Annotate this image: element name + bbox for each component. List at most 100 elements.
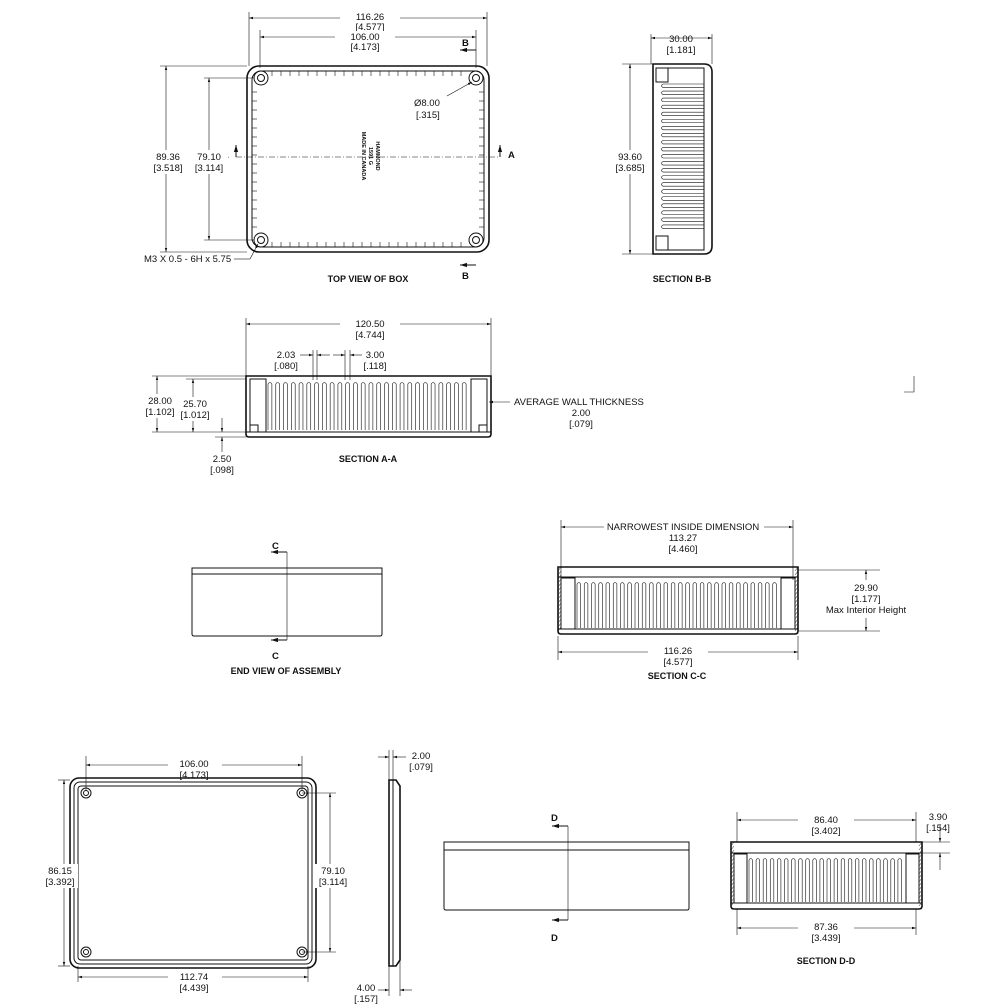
caption-section-dd: SECTION D-D <box>797 956 856 966</box>
rib <box>661 210 704 215</box>
rib <box>576 582 581 628</box>
hatch-line <box>794 610 799 616</box>
hatch-line <box>730 865 735 871</box>
hatch-line <box>794 570 799 576</box>
rib <box>661 168 704 173</box>
svg-text:HAMMOND: HAMMOND <box>374 141 380 170</box>
screw-boss-bl <box>253 232 269 248</box>
rib <box>777 858 782 902</box>
rib <box>661 90 704 95</box>
cc-narrow-value-in: [4.460] <box>668 544 697 555</box>
section-b-b: 30.00 [1.181] 93.60 [3.685] SECTION B-B <box>612 34 713 284</box>
hatch-line <box>557 566 562 572</box>
aa-rib-left-dim: 2.03 <box>277 350 296 361</box>
section-d-d: 86.40 [3.402] 3.90 [.154] 87.36 [3.439] … <box>730 812 950 966</box>
rib <box>699 582 705 628</box>
section-c-bottom: C <box>272 651 279 662</box>
lid-view: 106.00 [4.173] 86.15 [3.392] 79.10 [3.11… <box>42 756 352 994</box>
hatch-line <box>918 865 923 871</box>
aa-rib-right-dim: 3.00 <box>366 350 385 361</box>
rib <box>772 582 777 628</box>
rib <box>755 858 760 902</box>
stray-mark <box>904 376 915 393</box>
lid-total-dim-in: [.157] <box>354 994 378 1005</box>
hatch-line <box>918 885 923 891</box>
rib <box>833 858 838 902</box>
lid-hole-spacing-dim-in: [4.173] <box>179 770 208 781</box>
section-d-top: D <box>551 813 558 824</box>
hatch-line <box>918 845 923 851</box>
rib <box>661 147 704 152</box>
dd-ribs <box>748 858 902 902</box>
rib <box>661 154 704 159</box>
hatch-line <box>794 566 799 572</box>
lid-hole-height-dim: 79.10 <box>321 866 345 877</box>
aa-ribs <box>267 382 467 430</box>
lid-width-dim: 112.74 <box>180 972 208 983</box>
aa-inner-dim: 25.70 <box>183 399 207 410</box>
hatch-line <box>730 869 735 875</box>
bb-height-dim: 93.60 <box>618 152 642 163</box>
rib <box>736 582 741 628</box>
rib <box>661 118 704 124</box>
section-b-top: B <box>462 38 469 49</box>
hatch-line <box>557 570 562 576</box>
rib <box>591 582 596 628</box>
hatch-line <box>918 869 923 875</box>
lid-thickness-dim: 2.00 <box>412 751 431 762</box>
rib <box>612 582 618 628</box>
cc-narrow-note: NARROWEST INSIDE DIMENSION <box>607 522 760 533</box>
hatch-line <box>918 901 923 907</box>
rib <box>661 104 704 109</box>
rib <box>345 382 350 430</box>
dd-lip-dim-in: [.154] <box>926 823 950 834</box>
cc-ribs <box>576 582 777 628</box>
svg-text:MADE IN CANADA: MADE IN CANADA <box>360 132 366 181</box>
hatch-line <box>794 586 799 592</box>
rib <box>750 582 755 628</box>
aa-rib-right-dim-in: [.118] <box>363 361 386 372</box>
rib <box>454 382 459 430</box>
top-height-dim: 89.36 <box>156 152 180 163</box>
hatch-line <box>730 861 735 867</box>
rib <box>890 858 895 902</box>
rib <box>275 382 280 430</box>
hole-diameter-dim-in: [.315] <box>416 110 440 121</box>
rib <box>368 382 374 430</box>
lid-thickness-dim-in: [.079] <box>409 762 433 773</box>
hatch-line <box>557 626 562 632</box>
dd-lip-dim: 3.90 <box>929 812 948 823</box>
hatch-line <box>730 897 735 903</box>
hatch-line <box>730 901 735 907</box>
rib <box>322 382 327 430</box>
rib <box>869 858 874 902</box>
screw-note: M3 X 0.5 - 6H x 5.75 <box>144 254 231 265</box>
rib <box>605 582 610 628</box>
hatch-line <box>730 873 735 879</box>
rib <box>620 582 625 628</box>
lid-side-view: 2.00 [.079] 4.00 [.157] <box>354 750 433 1005</box>
aa-height-dim: 28.00 <box>148 396 172 407</box>
caption-section-aa: SECTION A-A <box>339 454 398 464</box>
hatch-line <box>557 586 562 592</box>
hatch-line <box>730 885 735 891</box>
wall-thickness-value: 2.00 <box>572 408 591 419</box>
rib <box>661 182 704 187</box>
cc-width-dim: 116.26 <box>664 646 692 657</box>
section-c-c: NARROWEST INSIDE DIMENSION 113.27 [4.460… <box>557 520 910 681</box>
lid-hole-height-dim-in: [3.114] <box>319 877 347 888</box>
rib <box>423 382 428 430</box>
cc-wall-hatch <box>557 566 799 632</box>
rib <box>678 582 683 628</box>
section-c-top: C <box>272 541 279 552</box>
hatch-line <box>730 893 735 899</box>
hatch-line <box>557 574 562 580</box>
hatch-line <box>557 582 562 588</box>
rib <box>805 858 810 902</box>
rib <box>791 858 796 902</box>
top-height-dim-in: [3.518] <box>153 163 182 174</box>
hole-diameter-dim: Ø8.00 <box>414 98 440 109</box>
hatch-line <box>794 574 799 580</box>
hatch-line <box>918 881 923 887</box>
aa-floor-dim-in: [.098] <box>210 465 234 476</box>
